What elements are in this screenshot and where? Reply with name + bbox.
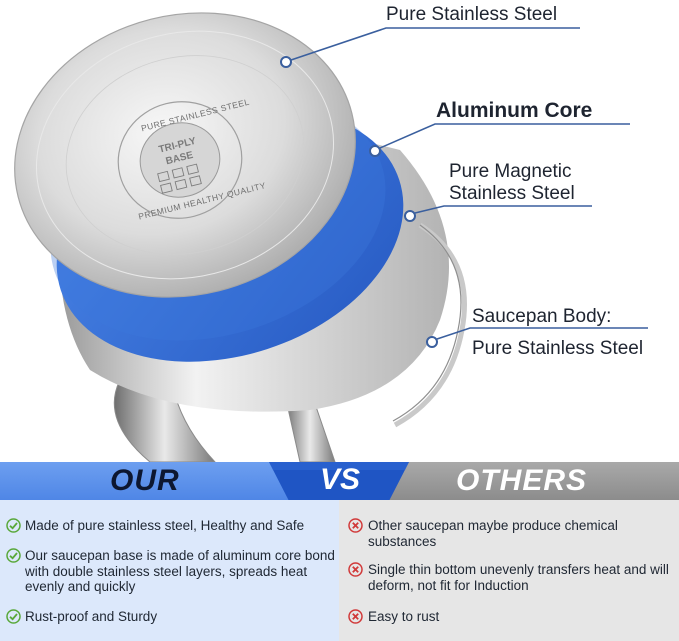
others-panel: [339, 500, 679, 641]
cross-icon: [348, 518, 363, 533]
others-title: OTHERS: [456, 464, 588, 497]
others-item-1: Other saucepan maybe produce chemical su…: [368, 518, 618, 549]
ours-title: OUR: [110, 464, 180, 497]
vs-badge: [269, 462, 409, 501]
check-icon: [6, 518, 21, 533]
label-magnetic-line1: Pure Magnetic: [449, 161, 572, 182]
leader-line-aluminum: [379, 123, 630, 149]
cross-icon: [348, 609, 363, 624]
others-item-3: Easy to rust: [368, 609, 440, 624]
others-item-2: Single thin bottom unevenly transfers he…: [368, 562, 669, 593]
ours-item-2: Our saucepan base is made of aluminum co…: [25, 548, 335, 594]
handle-left: [113, 379, 216, 462]
leader-line-body: [436, 327, 648, 340]
label-body-line1: Saucepan Body:: [472, 306, 612, 327]
pointer-dot-stainless-top: [280, 56, 292, 68]
label-body-line2: Pure Stainless Steel: [472, 338, 644, 359]
vs-label: VS: [319, 463, 361, 496]
check-icon: [6, 609, 21, 624]
label-magnetic-line2: Stainless Steel: [449, 183, 575, 204]
check-icon: [6, 548, 21, 563]
ours-header-bar: [0, 462, 300, 500]
pointer-dot-magnetic: [404, 210, 416, 222]
pointer-dot-aluminum: [369, 145, 381, 157]
label-pure-stainless-top: Pure Stainless Steel: [386, 4, 558, 25]
leader-line-magnetic: [414, 205, 592, 214]
label-aluminum-core: Aluminum Core: [436, 99, 593, 122]
ours-panel: [0, 500, 339, 641]
stainless-base-disc: [14, 12, 356, 298]
leader-line-stainless-top: [290, 27, 580, 61]
others-header-bar: [379, 462, 679, 500]
cross-icon: [348, 562, 363, 577]
ours-item-1: Made of pure stainless steel, Healthy an…: [25, 518, 305, 533]
ours-item-3: Rust-proof and Sturdy: [25, 609, 158, 624]
saucepan-base-illustration: PURE STAINLESS STEEL PREMIUM HEALTHY QUA…: [14, 12, 648, 462]
care-symbol-icons: [157, 163, 202, 194]
pointer-dot-body: [426, 336, 438, 348]
